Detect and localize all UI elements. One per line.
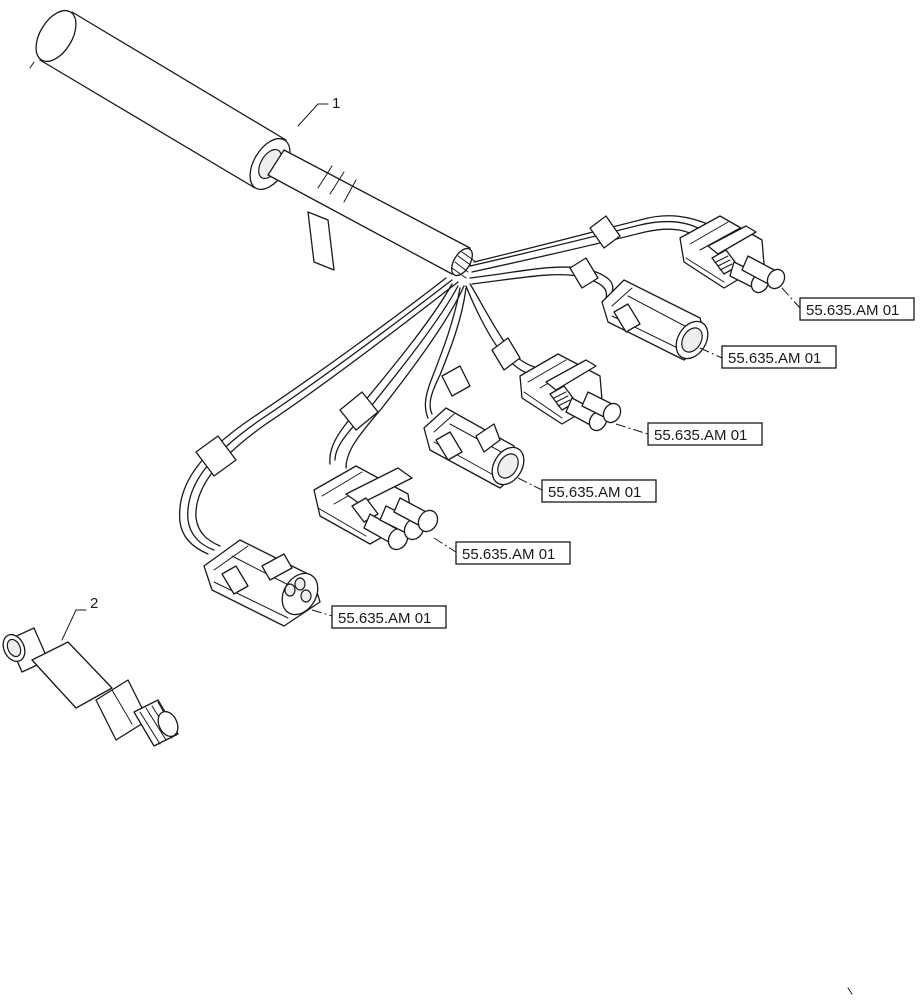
reference-label-2: 55.635.AM 01 [728, 350, 821, 367]
leader-line-6 [311, 609, 333, 617]
reference-box-4[interactable]: 55.635.AM 01 [541, 479, 657, 503]
callout-1: 1 [297, 95, 340, 127]
reference-box-1[interactable]: 55.635.AM 01 [799, 297, 915, 321]
reference-box-6[interactable]: 55.635.AM 01 [331, 605, 447, 629]
reference-label-3: 55.635.AM 01 [654, 427, 747, 444]
harness-sleeve [29, 9, 477, 279]
harness-wires [178, 215, 713, 555]
connector-3 [519, 353, 622, 432]
leader-line-5 [433, 537, 457, 553]
connector-2 [601, 279, 709, 361]
leader-line-2 [699, 347, 723, 359]
wire-tags [195, 215, 621, 477]
callout-1-label: 1 [332, 95, 340, 112]
connector-6 [203, 539, 321, 627]
reference-label-5: 55.635.AM 01 [462, 546, 555, 563]
callout-2-label: 2 [90, 595, 98, 612]
pressure-sensor [2, 627, 179, 747]
callout-2: 2 [61, 595, 98, 641]
reference-box-5[interactable]: 55.635.AM 01 [455, 541, 571, 565]
reference-label-4: 55.635.AM 01 [548, 484, 641, 501]
reference-label-6: 55.635.AM 01 [338, 610, 431, 627]
reference-box-3[interactable]: 55.635.AM 01 [647, 422, 763, 446]
leader-line-1 [781, 287, 801, 309]
reference-box-2[interactable]: 55.635.AM 01 [721, 345, 837, 369]
connector-5 [313, 465, 439, 551]
corner-mark [847, 987, 853, 995]
connector-4 [423, 407, 525, 489]
reference-label-1: 55.635.AM 01 [806, 302, 899, 319]
leader-line-4 [517, 477, 543, 491]
leader-line-3 [615, 423, 649, 435]
connector-1 [679, 215, 786, 294]
